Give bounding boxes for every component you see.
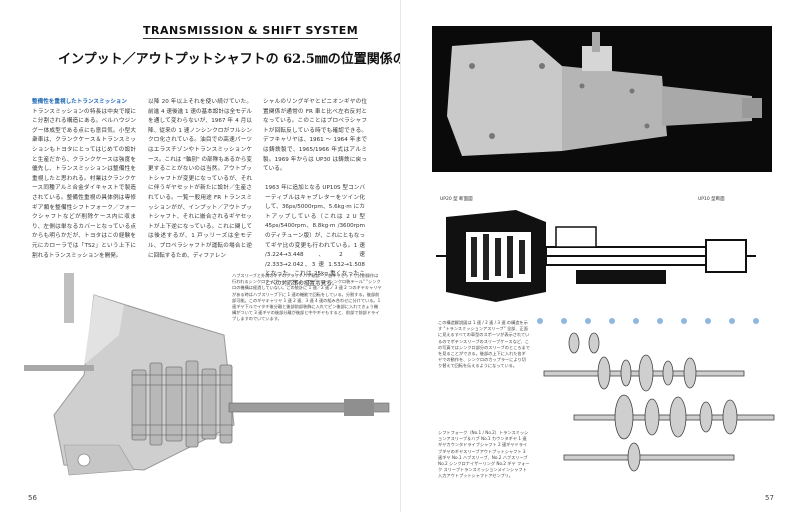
body-column-2: 以降 20 年以上それを使い続けていた。前進 4 速後進 1 速の基本設計は全モ… — [148, 99, 252, 259]
body-column-3: シャルのリングギヤとピニオンギヤの位置関係が通常の FR 車と比べ左右反対となっ… — [263, 99, 367, 173]
right-caption-1: この構造解説図は 1 速 / 2 速 / 3 速 の構造を示す "トランスミッシ… — [438, 320, 530, 369]
diagram-label-a: UP20 型 断面図 — [440, 195, 473, 202]
exploded-parts-diagram — [534, 315, 780, 480]
left-photo-caption: ハブスリーブと外周のギヤのクラッチハブ転部ー、各ギヤセットで分割操作は行われるシ… — [232, 273, 382, 322]
right-caption-2: シフトフォーク（No.1 / No.2）トランスミッションアスリーブ＆ハブ No… — [438, 430, 530, 479]
body-text-1: トランスミッションの特長は中央で縦にこ分割される構造にある。ベルハウジングー体成… — [32, 108, 136, 259]
section-label: TRANSMISSION & SHIFT SYSTEM — [143, 24, 359, 39]
page-number-right: 57 — [765, 494, 774, 502]
page-number-left: 56 — [28, 494, 37, 502]
page-headline: インプット／アウトプットシャフトの 62.5㎜の位置関係の調整目的は — [58, 52, 471, 67]
cross-section-diagram: UP20 型 断面図 UP10 型断面 — [436, 192, 766, 312]
left-page: TRANSMISSION & SHIFT SYSTEM インプット／アウトプット… — [0, 0, 471, 512]
diagram-label-b: UP10 型断面 — [698, 195, 725, 202]
subhead: 整備性を重視したトランスミッション — [32, 99, 127, 105]
transmission-internals-photo — [24, 265, 396, 480]
body-column-1: 整備性を重視したトランスミッション トランスミッションの特長は中央で縦にこ分割さ… — [32, 98, 136, 261]
body-column-4: 1963 年に追加となる UP10S 型コンバーティブルはキャブレターをツイン化… — [265, 185, 365, 287]
gearbox-photo — [432, 26, 772, 172]
